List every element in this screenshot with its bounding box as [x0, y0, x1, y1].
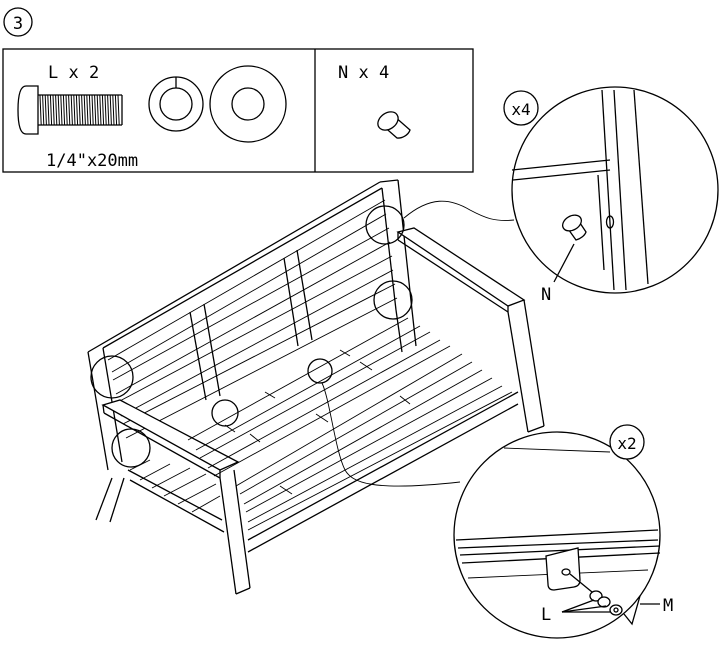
thread-line	[44, 94, 47, 126]
thread-line	[68, 94, 71, 126]
thread-line	[70, 94, 73, 126]
thread-line	[42, 94, 45, 126]
bottom-detail-callout: x2 M L	[453, 424, 673, 639]
thread-line	[55, 94, 58, 126]
thread-line	[62, 94, 66, 126]
parts-box: L x 2 1/4"x20mm N x 4	[2, 48, 474, 173]
thread-line	[78, 94, 81, 126]
thread-line	[114, 94, 118, 126]
plug-part-label: N	[541, 285, 551, 305]
thread-line	[101, 94, 105, 126]
thread-line	[83, 94, 86, 126]
lock-washer-icon	[148, 76, 204, 132]
flat-washer-icon	[209, 65, 287, 143]
thread-line	[81, 94, 84, 126]
bolt-part-label: L	[541, 605, 551, 625]
thread-line	[73, 94, 76, 126]
allen-key-icon	[623, 595, 641, 626]
thread-line	[94, 94, 97, 126]
thread-line	[91, 94, 94, 126]
detail-marks	[90, 200, 515, 487]
bracket-icon	[545, 547, 581, 591]
plug-detail-icon	[562, 214, 587, 241]
thread-line	[49, 94, 53, 126]
thread-line	[109, 94, 112, 126]
plug-icon	[377, 111, 411, 139]
thread-line	[99, 94, 102, 126]
thread-line	[107, 94, 110, 126]
bolt-icon	[17, 85, 123, 135]
bottom-multiplier-label: x2	[617, 434, 636, 453]
thread-line	[117, 94, 120, 126]
thread-line	[104, 94, 107, 126]
thread-line	[112, 94, 115, 126]
plug-qty-label: N x 4	[338, 63, 389, 83]
thread-line	[86, 94, 89, 126]
sofa-frame	[87, 179, 545, 595]
bolt-stack-icon	[569, 573, 623, 616]
thread-line	[88, 94, 92, 126]
top-detail-callout: x4 N	[503, 86, 719, 305]
bolt-size-label: 1/4"x20mm	[46, 151, 138, 171]
thread-line	[60, 94, 63, 126]
thread-line	[57, 94, 60, 126]
thread-line	[75, 94, 79, 126]
thread-line	[47, 94, 50, 126]
step-indicator: 3	[3, 7, 33, 37]
thread-line	[39, 94, 42, 126]
thread-line	[96, 94, 99, 126]
wrench-part-label: M	[663, 596, 673, 616]
bolt-qty-label: L x 2	[48, 63, 99, 83]
top-multiplier-label: x4	[511, 100, 530, 119]
thread-line	[52, 94, 55, 126]
step-number: 3	[13, 14, 23, 34]
thread-line	[65, 94, 68, 126]
